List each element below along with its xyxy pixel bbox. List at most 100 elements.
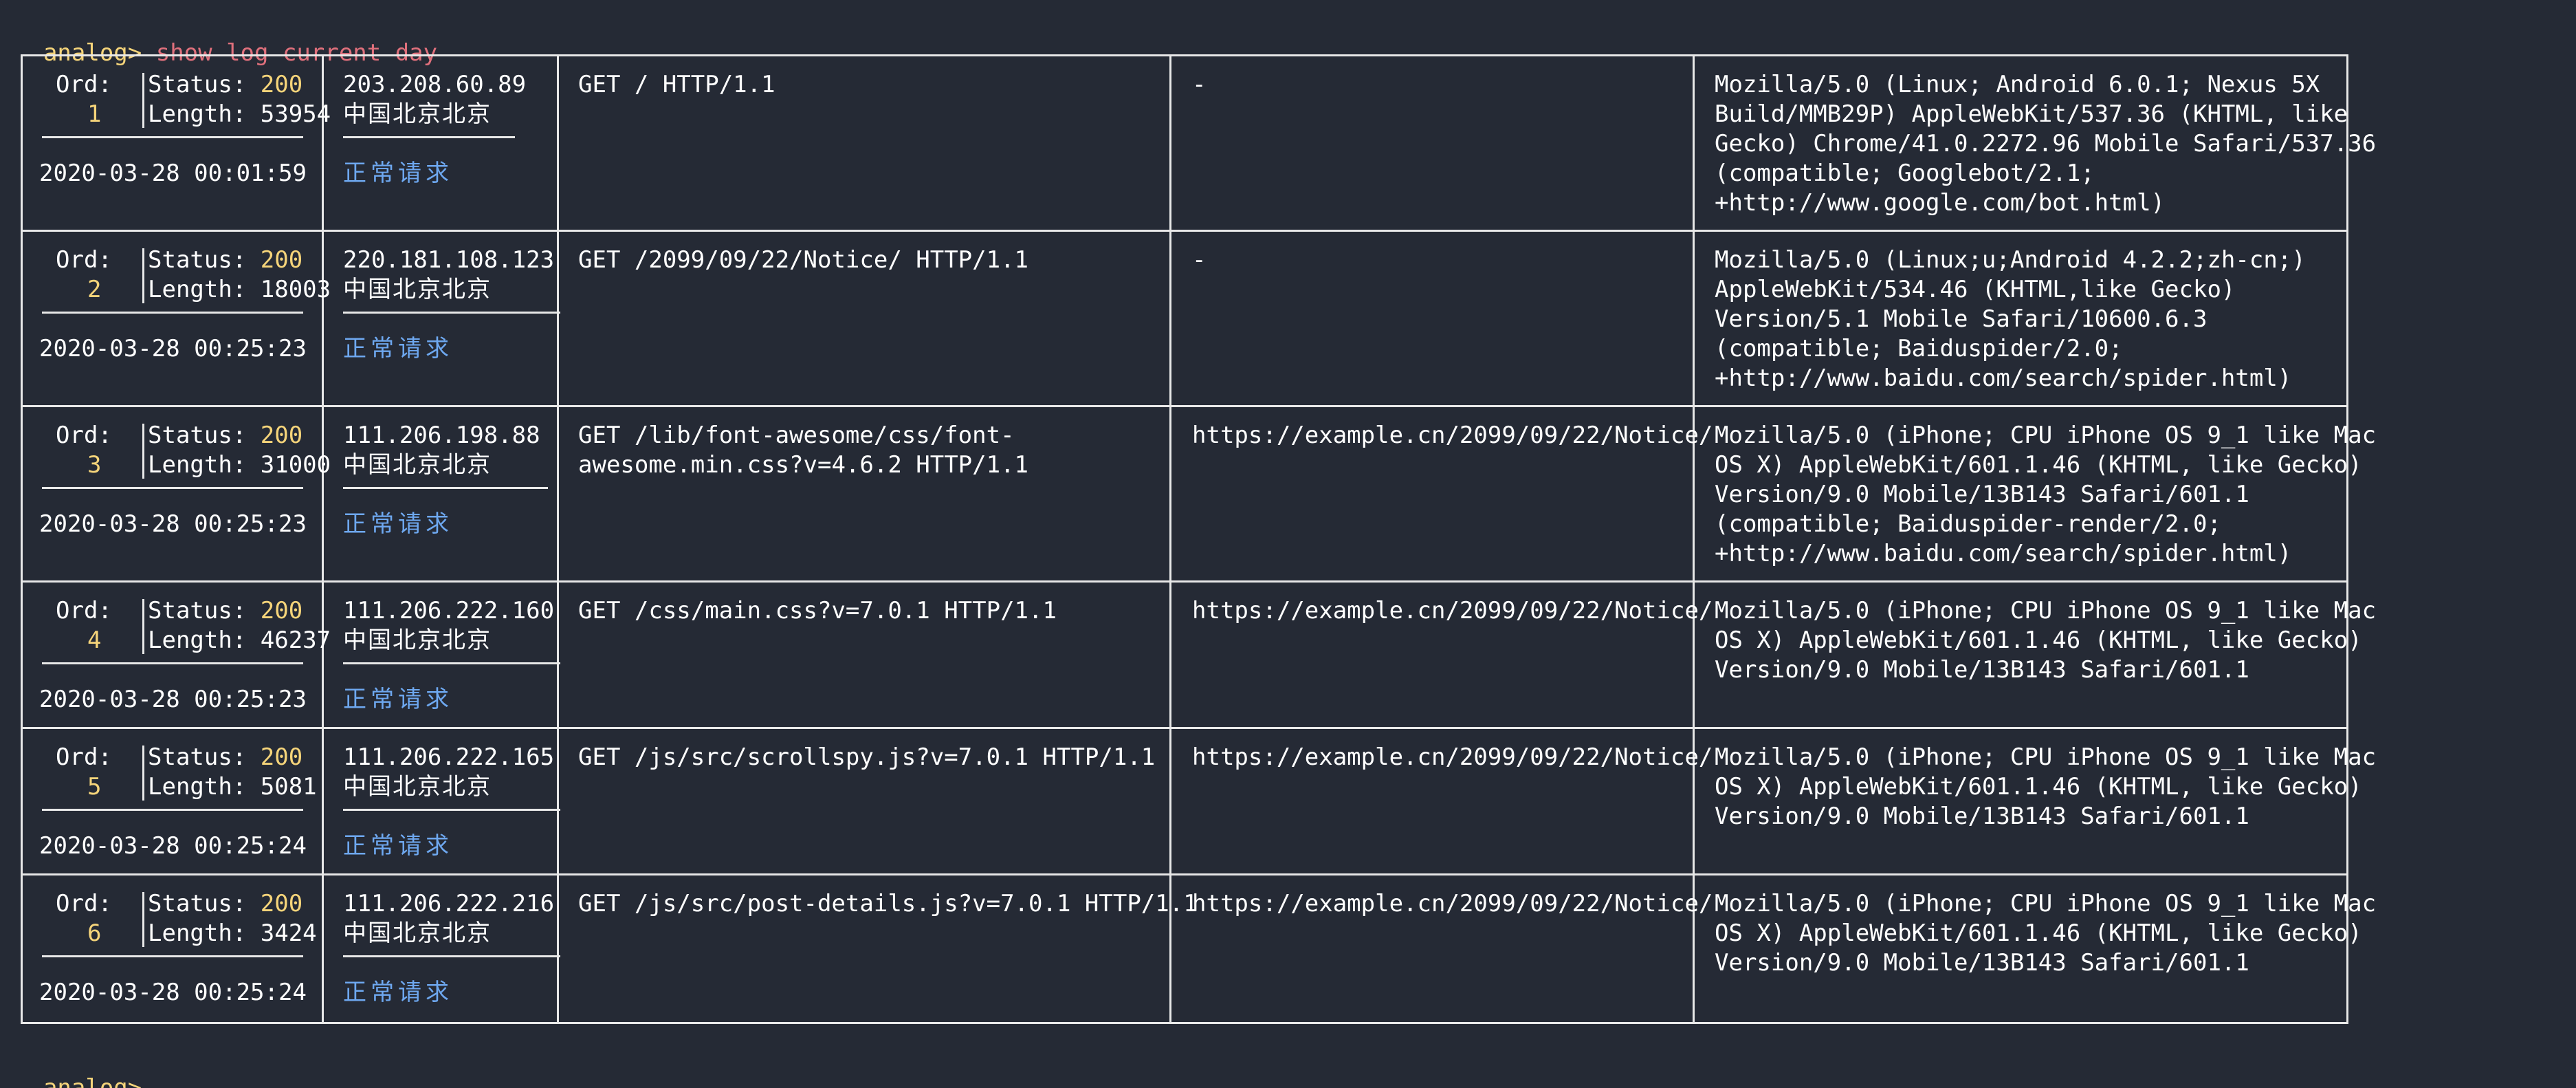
ip-location: 中国北京北京 (343, 920, 492, 947)
status-line: Status: 200 (148, 70, 302, 100)
user-agent-line: Mozilla/5.0 (iPhone; CPU iPhone OS 9_1 l… (1715, 422, 2377, 449)
column-divider (1693, 407, 1695, 580)
request-datetime: 2020-03-28 00:01:59 (39, 160, 307, 187)
status-line: Status: 200 (148, 596, 302, 626)
user-agent-line: Mozilla/5.0 (Linux; Android 6.0.1; Nexus… (1715, 71, 2320, 98)
referer-cell: https://example.cn/2099/09/22/Notice/ (1192, 743, 1713, 771)
request-cell: GET /js/src/scrollspy.js?v=7.0.1 HTTP/1.… (578, 743, 1155, 772)
ip-location: 中国北京北京 (343, 276, 492, 303)
request-line: GET /css/main.css?v=7.0.1 HTTP/1.1 (578, 597, 1057, 624)
ip-separator (343, 662, 560, 664)
ip-separator (343, 955, 560, 957)
ord-divider (142, 73, 144, 128)
ord-divider (142, 599, 144, 654)
ord-separator (42, 487, 303, 489)
ip-location: 中国北京北京 (343, 451, 492, 479)
ord-divider (142, 248, 144, 303)
user-agent-line: Gecko) Chrome/41.0.2272.96 Mobile Safari… (1715, 130, 2377, 157)
ip-address: 220.181.108.123 (343, 246, 555, 274)
length-line: Length: 46237 (148, 626, 331, 655)
ord-label: Ord: (56, 597, 112, 624)
user-agent-line: OS X) AppleWebKit/601.1.46 (KHTML, like … (1715, 773, 2362, 801)
status-label: Status: (148, 743, 261, 771)
length-label: Length: (148, 100, 261, 128)
request-cell: GET /js/src/post-details.js?v=7.0.1 HTTP… (578, 889, 1198, 919)
length-value: 18003 (260, 276, 331, 303)
user-agent-line: Version/9.0 Mobile/13B143 Safari/601.1 (1715, 949, 2249, 977)
user-agent-cell: Mozilla/5.0 (Linux; Android 6.0.1; Nexus… (1715, 70, 2376, 218)
command-text: show log current day (142, 39, 438, 67)
request-cell: GET / HTTP/1.1 (578, 70, 775, 100)
ord-label: Ord: (56, 890, 112, 917)
request-line: GET /js/src/post-details.js?v=7.0.1 HTTP… (578, 890, 1198, 917)
user-agent-line: (compatible; Baiduspider/2.0; (1715, 335, 2123, 362)
length-line: Length: 31000 (148, 450, 331, 480)
length-line: Length: 5081 (148, 772, 317, 802)
command-line: analog> show log current day (15, 9, 437, 68)
ord-label: Ord: (56, 743, 112, 771)
column-divider (1693, 875, 1695, 1022)
length-value: 3424 (260, 920, 317, 947)
column-divider (557, 407, 559, 580)
column-divider (1693, 232, 1695, 405)
column-divider (1693, 583, 1695, 727)
ord-label: Ord: (56, 71, 112, 98)
status-label: Status: (148, 597, 261, 624)
ord-number: 3 (87, 451, 102, 479)
request-status: 正常请求 (343, 832, 453, 860)
length-value: 5081 (260, 773, 317, 801)
ip-address: 111.206.222.160 (343, 597, 555, 624)
ip-address: 203.208.60.89 (343, 71, 527, 98)
status-value: 200 (260, 743, 303, 771)
user-agent-line: (compatible; Baiduspider-render/2.0; (1715, 510, 2221, 538)
ip-separator (343, 487, 548, 489)
request-datetime: 2020-03-28 00:25:24 (39, 832, 307, 860)
user-agent-line: Build/MMB29P) AppleWebKit/537.36 (KHTML,… (1715, 100, 2348, 128)
user-agent-cell: Mozilla/5.0 (iPhone; CPU iPhone OS 9_1 l… (1715, 596, 2376, 685)
length-label: Length: (148, 276, 261, 303)
ord-number: 6 (87, 920, 102, 947)
ip-location: 中国北京北京 (343, 100, 492, 128)
column-divider (1169, 729, 1171, 873)
user-agent-line: Version/9.0 Mobile/13B143 Safari/601.1 (1715, 481, 2249, 508)
ord-separator (42, 662, 303, 664)
ip-separator (343, 312, 560, 314)
column-divider (322, 875, 324, 1022)
column-divider (1693, 56, 1695, 230)
ord-label: Ord: (56, 246, 112, 274)
column-divider (557, 875, 559, 1022)
status-label: Status: (148, 246, 261, 274)
column-divider (557, 232, 559, 405)
referer-cell: https://example.cn/2099/09/22/Notice/ (1192, 597, 1713, 624)
user-agent-line: Version/5.1 Mobile Safari/10600.6.3 (1715, 305, 2208, 333)
status-value: 200 (260, 71, 303, 98)
user-agent-cell: Mozilla/5.0 (iPhone; CPU iPhone OS 9_1 l… (1715, 743, 2376, 831)
user-agent-line: Mozilla/5.0 (Linux;u;Android 4.2.2;zh-cn… (1715, 246, 2306, 274)
ord-separator (42, 955, 303, 957)
user-agent-line: +http://www.google.com/bot.html) (1715, 189, 2166, 217)
column-divider (1169, 232, 1171, 405)
request-datetime: 2020-03-28 00:25:23 (39, 335, 307, 362)
status-line: Status: 200 (148, 889, 302, 919)
request-datetime: 2020-03-28 00:25:23 (39, 686, 307, 713)
ord-number: 5 (87, 773, 102, 801)
column-divider (557, 583, 559, 727)
request-status: 正常请求 (343, 510, 453, 538)
length-value: 46237 (260, 627, 331, 654)
column-divider (1169, 583, 1171, 727)
user-agent-line: Version/9.0 Mobile/13B143 Safari/601.1 (1715, 656, 2249, 684)
request-cell: GET /lib/font-awesome/css/font-awesome.m… (578, 421, 1028, 480)
final-prompt-line[interactable]: analog> (15, 1044, 142, 1088)
user-agent-line: OS X) AppleWebKit/601.1.46 (KHTML, like … (1715, 451, 2362, 479)
user-agent-line: Mozilla/5.0 (iPhone; CPU iPhone OS 9_1 l… (1715, 890, 2377, 917)
request-line: GET / HTTP/1.1 (578, 71, 775, 98)
length-value: 31000 (260, 451, 331, 479)
request-line: awesome.min.css?v=4.6.2 HTTP/1.1 (578, 451, 1029, 479)
referer-cell: - (1192, 246, 1207, 274)
status-value: 200 (260, 597, 303, 624)
ord-separator (42, 136, 303, 138)
final-prompt-label: analog> (43, 1074, 142, 1088)
column-divider (322, 56, 324, 230)
ip-address: 111.206.222.165 (343, 743, 555, 771)
